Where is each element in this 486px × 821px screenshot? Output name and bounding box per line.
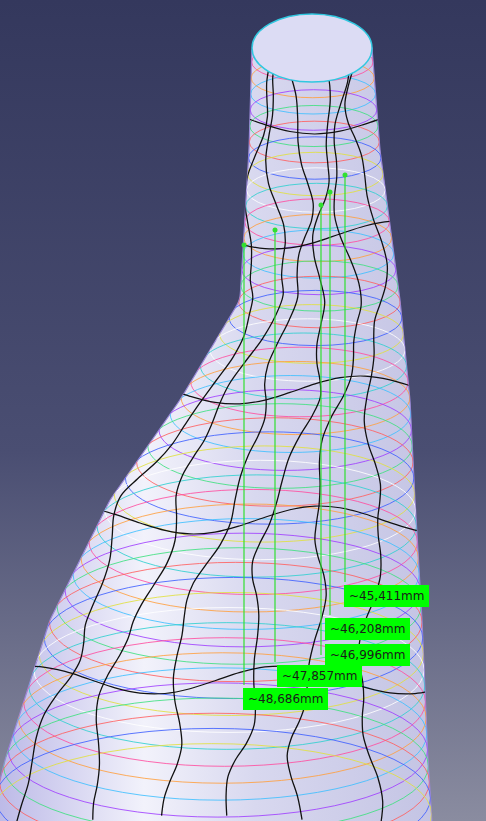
dimension-value: ~46,208mm xyxy=(330,621,405,637)
section-curve xyxy=(97,475,417,577)
measure-point xyxy=(319,203,324,208)
section-curve xyxy=(239,276,400,328)
measure-label: ~46,996mm xyxy=(325,644,410,666)
dimension-value: ~46,996mm xyxy=(330,647,405,663)
measure-label: ~45,411mm xyxy=(344,585,429,607)
isoparametric-curve xyxy=(0,221,440,249)
isoparametric-curve xyxy=(226,55,330,815)
isoparametric-curve xyxy=(16,65,269,821)
section-curve xyxy=(244,214,392,261)
leader-line xyxy=(344,175,345,582)
top-opening xyxy=(252,14,372,82)
leader-line xyxy=(243,245,244,685)
leader-line xyxy=(274,230,275,662)
dimension-value: ~47,857mm xyxy=(282,668,357,684)
section-curve xyxy=(242,245,396,294)
tube-surface xyxy=(0,48,432,821)
section-curve xyxy=(220,305,404,364)
section-curve xyxy=(0,713,429,821)
leader-line xyxy=(329,192,330,615)
section-curve xyxy=(4,698,429,821)
measure-point xyxy=(273,228,278,233)
measure-label: ~48,686mm xyxy=(243,688,328,710)
section-curve xyxy=(8,683,427,817)
isoparametric-curve xyxy=(0,666,440,694)
measure-label: ~47,857mm xyxy=(277,665,362,687)
section-curve xyxy=(0,744,432,821)
isoparametric-curve xyxy=(0,106,440,134)
section-curve xyxy=(29,623,425,750)
section-curve xyxy=(200,333,406,399)
section-curve xyxy=(181,361,410,434)
isoparametric-curve xyxy=(0,376,440,404)
isoparametric-curve xyxy=(0,506,440,534)
leader-line xyxy=(320,205,321,655)
section-curve xyxy=(0,728,430,821)
measure-label: ~46,208mm xyxy=(325,618,410,640)
measure-point xyxy=(343,173,348,178)
section-curve xyxy=(245,199,390,245)
dimension-value: ~48,686mm xyxy=(248,691,323,707)
section-curve xyxy=(250,90,377,131)
section-curve xyxy=(241,261,398,311)
measure-point xyxy=(242,243,247,248)
section-curve xyxy=(39,592,423,715)
section-curve xyxy=(170,376,411,453)
measure-point xyxy=(328,190,333,195)
dimension-value: ~45,411mm xyxy=(349,588,424,604)
isoparametric-curve xyxy=(345,63,388,821)
